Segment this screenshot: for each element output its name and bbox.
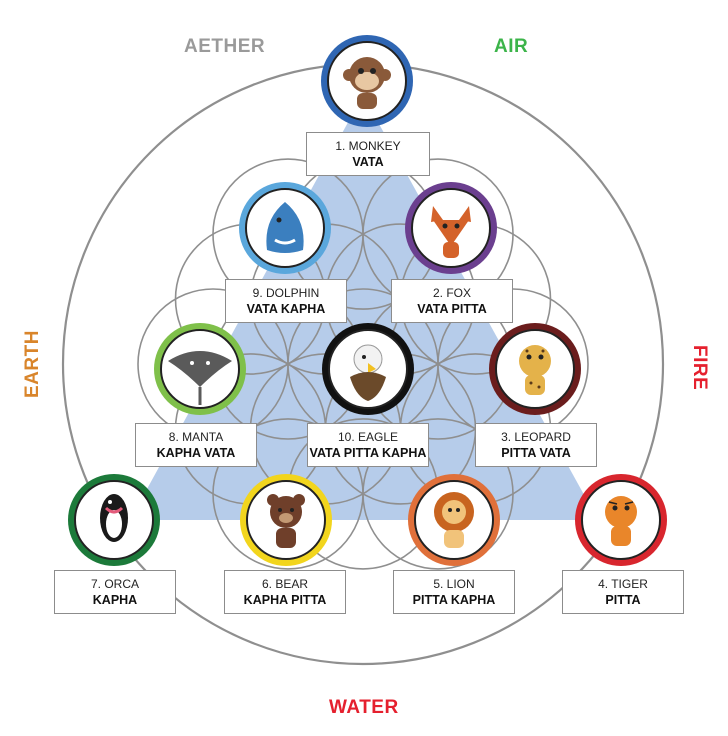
earth-label: EARTH: [22, 330, 43, 398]
label-monkey: 1. MONKEY VATA: [306, 132, 430, 176]
label-leopard: 3. LEOPARD PITTA VATA: [475, 423, 597, 467]
aether-label: AETHER: [184, 36, 266, 57]
bear-name: 6. BEAR: [261, 576, 309, 591]
manta-dosha: KAPHA VATA: [156, 445, 236, 460]
manta-name: 8. MANTA: [168, 429, 224, 444]
fire-label: FIRE: [689, 345, 710, 391]
fox-dosha: VATA PITTA: [417, 301, 487, 316]
orca-dosha: KAPHA: [92, 592, 138, 607]
dolphin-icon: [239, 182, 331, 274]
eagle-icon: [322, 323, 414, 415]
lion-name: 5. LION: [433, 576, 475, 591]
monkey-icon: [321, 35, 413, 127]
label-eagle: 10. EAGLE VATA PITTA KAPHA: [307, 423, 429, 467]
label-tiger: 4. TIGER PITTA: [562, 570, 684, 614]
label-orca: 7. ORCA KAPHA: [54, 570, 176, 614]
label-manta: 8. MANTA KAPHA VATA: [135, 423, 257, 467]
label-dolphin: 9. DOLPHIN VATA KAPHA: [225, 279, 347, 323]
label-lion: 5. LION PITTA KAPHA: [393, 570, 515, 614]
dosha-triangle: [130, 95, 598, 520]
monkey-dosha: VATA: [352, 154, 384, 169]
air-label: AIR: [494, 36, 529, 57]
fox-name: 2. FOX: [432, 285, 471, 300]
orca-name: 7. ORCA: [90, 576, 139, 591]
dolphin-name: 9. DOLPHIN: [252, 285, 320, 300]
monkey-name: 1. MONKEY: [335, 138, 401, 153]
orca-icon: [68, 474, 160, 566]
eagle-name: 10. EAGLE: [337, 429, 399, 444]
tiger-dosha: PITTA: [605, 592, 641, 607]
tiger-name: 4. TIGER: [598, 576, 648, 591]
bear-icon: [240, 474, 332, 566]
water-label: WATER: [329, 697, 399, 718]
tiger-icon: [575, 474, 667, 566]
manta-icon: [154, 323, 246, 415]
label-fox: 2. FOX VATA PITTA: [391, 279, 513, 323]
dolphin-dosha: VATA KAPHA: [246, 301, 326, 316]
leopard-icon: [489, 323, 581, 415]
eagle-dosha: VATA PITTA KAPHA: [309, 445, 427, 460]
leopard-dosha: PITTA VATA: [501, 445, 571, 460]
leopard-name: 3. LEOPARD: [501, 429, 571, 444]
lion-icon: [408, 474, 500, 566]
label-bear: 6. BEAR KAPHA PITTA: [224, 570, 346, 614]
bear-dosha: KAPHA PITTA: [243, 592, 327, 607]
lion-dosha: PITTA KAPHA: [412, 592, 496, 607]
fox-icon: [405, 182, 497, 274]
